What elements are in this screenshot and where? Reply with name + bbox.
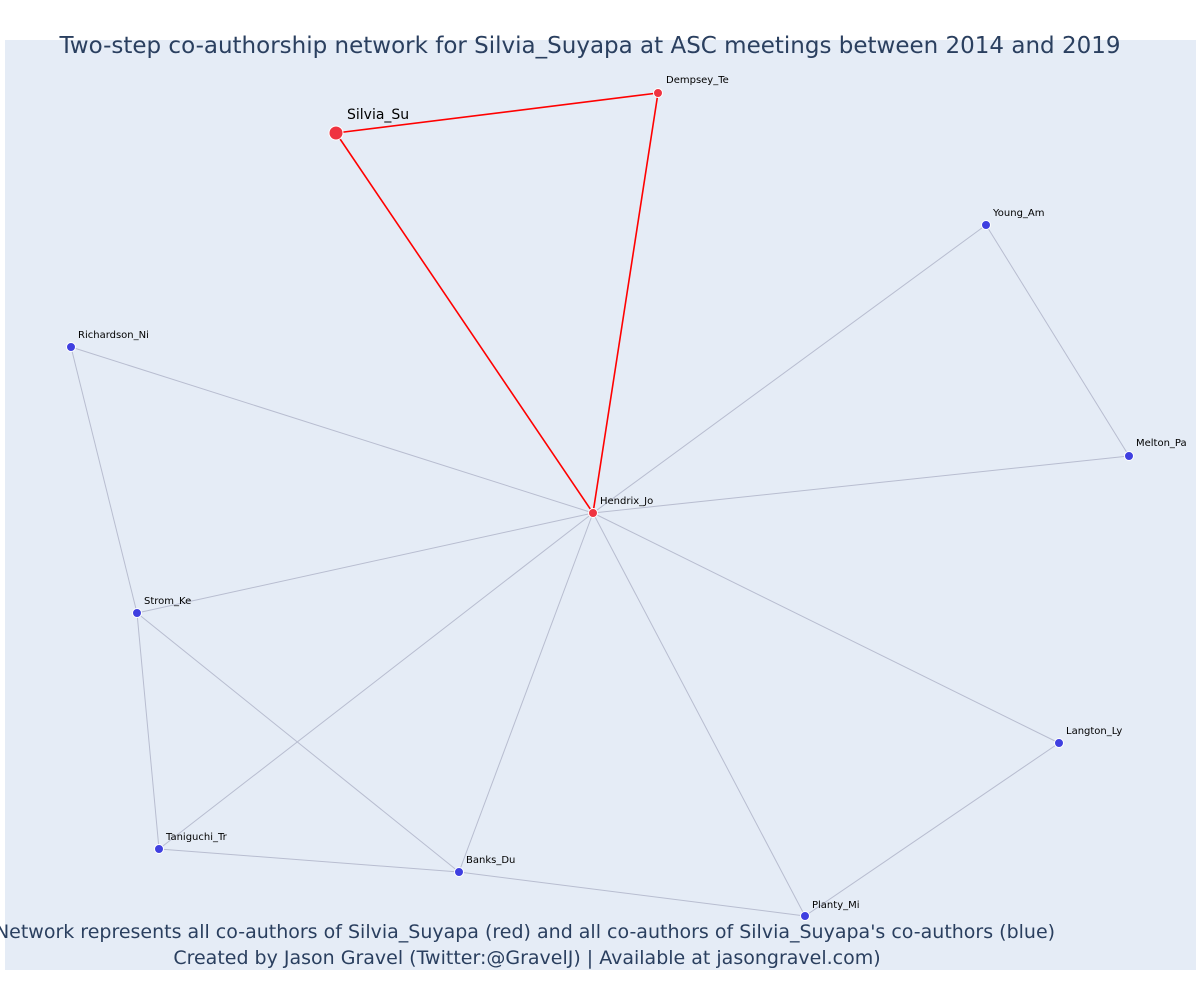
node-young[interactable] <box>981 220 991 230</box>
edge-hendrix-taniguchi <box>158 512 594 850</box>
node-dempsey[interactable] <box>653 88 663 98</box>
node-label-strom: Strom_Ke <box>144 596 191 607</box>
node-hendrix[interactable] <box>588 508 598 518</box>
edge-strom-taniguchi <box>136 612 160 850</box>
edge-young-melton <box>985 224 1130 457</box>
node-label-silvia: Silvia_Su <box>347 107 409 123</box>
node-label-young: Young_Am <box>992 208 1045 219</box>
caption-line-1: Network represents all co-authors of Sil… <box>0 921 1055 943</box>
node-strom[interactable] <box>132 608 142 618</box>
edge-hendrix-planty <box>592 512 806 917</box>
edge-strom-banks <box>136 612 460 873</box>
edge-silvia-hendrix <box>335 132 594 514</box>
node-langton[interactable] <box>1054 738 1064 748</box>
node-label-banks: Banks_Du <box>466 855 515 866</box>
node-label-melton: Melton_Pa <box>1136 438 1187 449</box>
node-label-taniguchi: Taniguchi_Tr <box>165 832 228 843</box>
node-label-planty: Planty_Mi <box>812 900 860 911</box>
node-banks[interactable] <box>454 867 464 877</box>
edge-hendrix-strom <box>136 512 594 614</box>
node-planty[interactable] <box>800 911 810 921</box>
node-richardson[interactable] <box>66 342 76 352</box>
edge-planty-langton <box>804 742 1060 917</box>
node-label-richardson: Richardson_Ni <box>78 330 149 341</box>
edge-hendrix-banks <box>458 512 594 873</box>
edge-silvia-dempsey <box>335 92 659 134</box>
node-label-hendrix: Hendrix_Jo <box>600 496 653 507</box>
edge-richardson-strom <box>70 346 138 614</box>
edge-banks-planty <box>458 871 806 917</box>
edge-hendrix-melton <box>592 455 1130 514</box>
node-melton[interactable] <box>1124 451 1134 461</box>
edge-dempsey-hendrix <box>592 92 659 514</box>
edge-taniguchi-banks <box>158 848 460 873</box>
node-silvia[interactable] <box>328 125 344 141</box>
node-taniguchi[interactable] <box>154 844 164 854</box>
nodes-layer <box>66 88 1134 921</box>
diagram-title: Two-step co-authorship network for Silvi… <box>59 33 1121 59</box>
edge-hendrix-richardson <box>70 346 594 514</box>
edges-layer <box>70 92 1130 917</box>
caption-line-2: Created by Jason Gravel (Twitter:@Gravel… <box>173 947 880 969</box>
node-label-langton: Langton_Ly <box>1066 726 1122 737</box>
node-label-dempsey: Dempsey_Te <box>666 75 729 86</box>
edge-hendrix-langton <box>592 512 1060 744</box>
edge-hendrix-young <box>592 224 987 514</box>
